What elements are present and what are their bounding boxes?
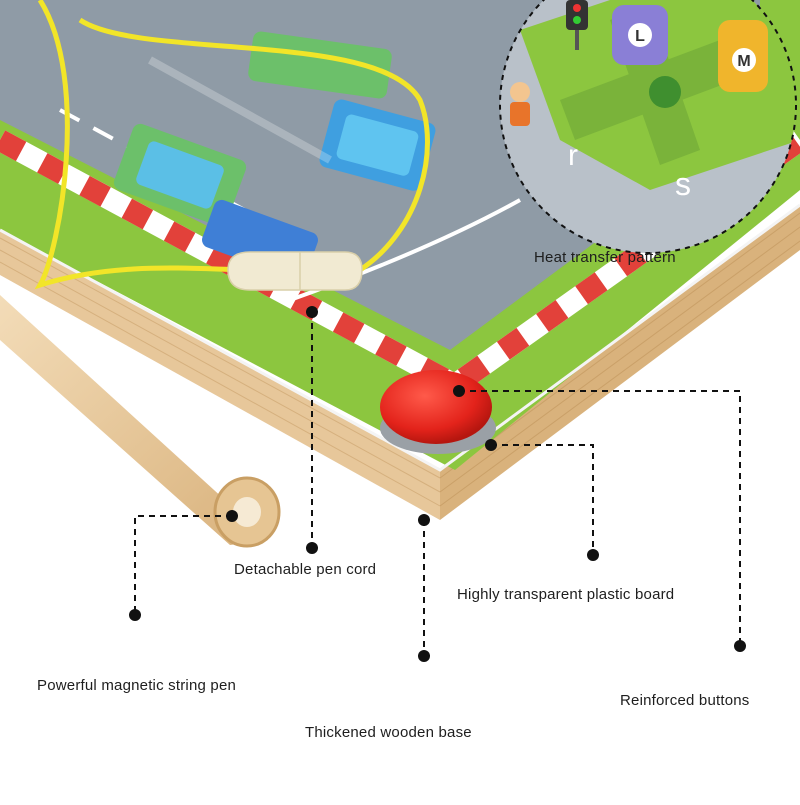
letter-tile — [319, 99, 436, 191]
traffic-light-icon — [566, 0, 588, 50]
buttons-label: Reinforced buttons — [620, 692, 750, 709]
heat-transfer-label: Heat transfer pattern — [534, 249, 676, 266]
heat-transfer-inset: L M r s — [499, 0, 797, 254]
pen-cord-label: Detachable pen cord — [234, 561, 377, 578]
string-pen-label: Powerful magnetic string pen — [37, 677, 237, 694]
cord-connector — [227, 251, 363, 291]
tree-icon — [649, 76, 681, 108]
car-m: M — [718, 20, 768, 92]
letter-tile — [113, 123, 247, 227]
magnetic-pen — [0, 295, 281, 548]
plastic-board-edge — [0, 203, 800, 472]
plastic-board-label: Highly transparent plastic board — [457, 586, 675, 603]
letter-tile — [248, 31, 392, 99]
tile-letter-m: M — [737, 53, 750, 70]
car-l: L — [612, 5, 668, 65]
pen-cord — [34, 0, 430, 290]
wooden-base — [0, 205, 800, 520]
boy-figure-icon — [510, 82, 530, 126]
callout-lines — [134, 312, 741, 656]
tile-letter-r: r — [568, 139, 578, 172]
tile-letter-s: s — [675, 166, 691, 202]
tile-letter-l: L — [635, 28, 645, 45]
callout-dots — [129, 306, 746, 662]
wooden-base-label: Thickened wooden base — [305, 724, 472, 741]
